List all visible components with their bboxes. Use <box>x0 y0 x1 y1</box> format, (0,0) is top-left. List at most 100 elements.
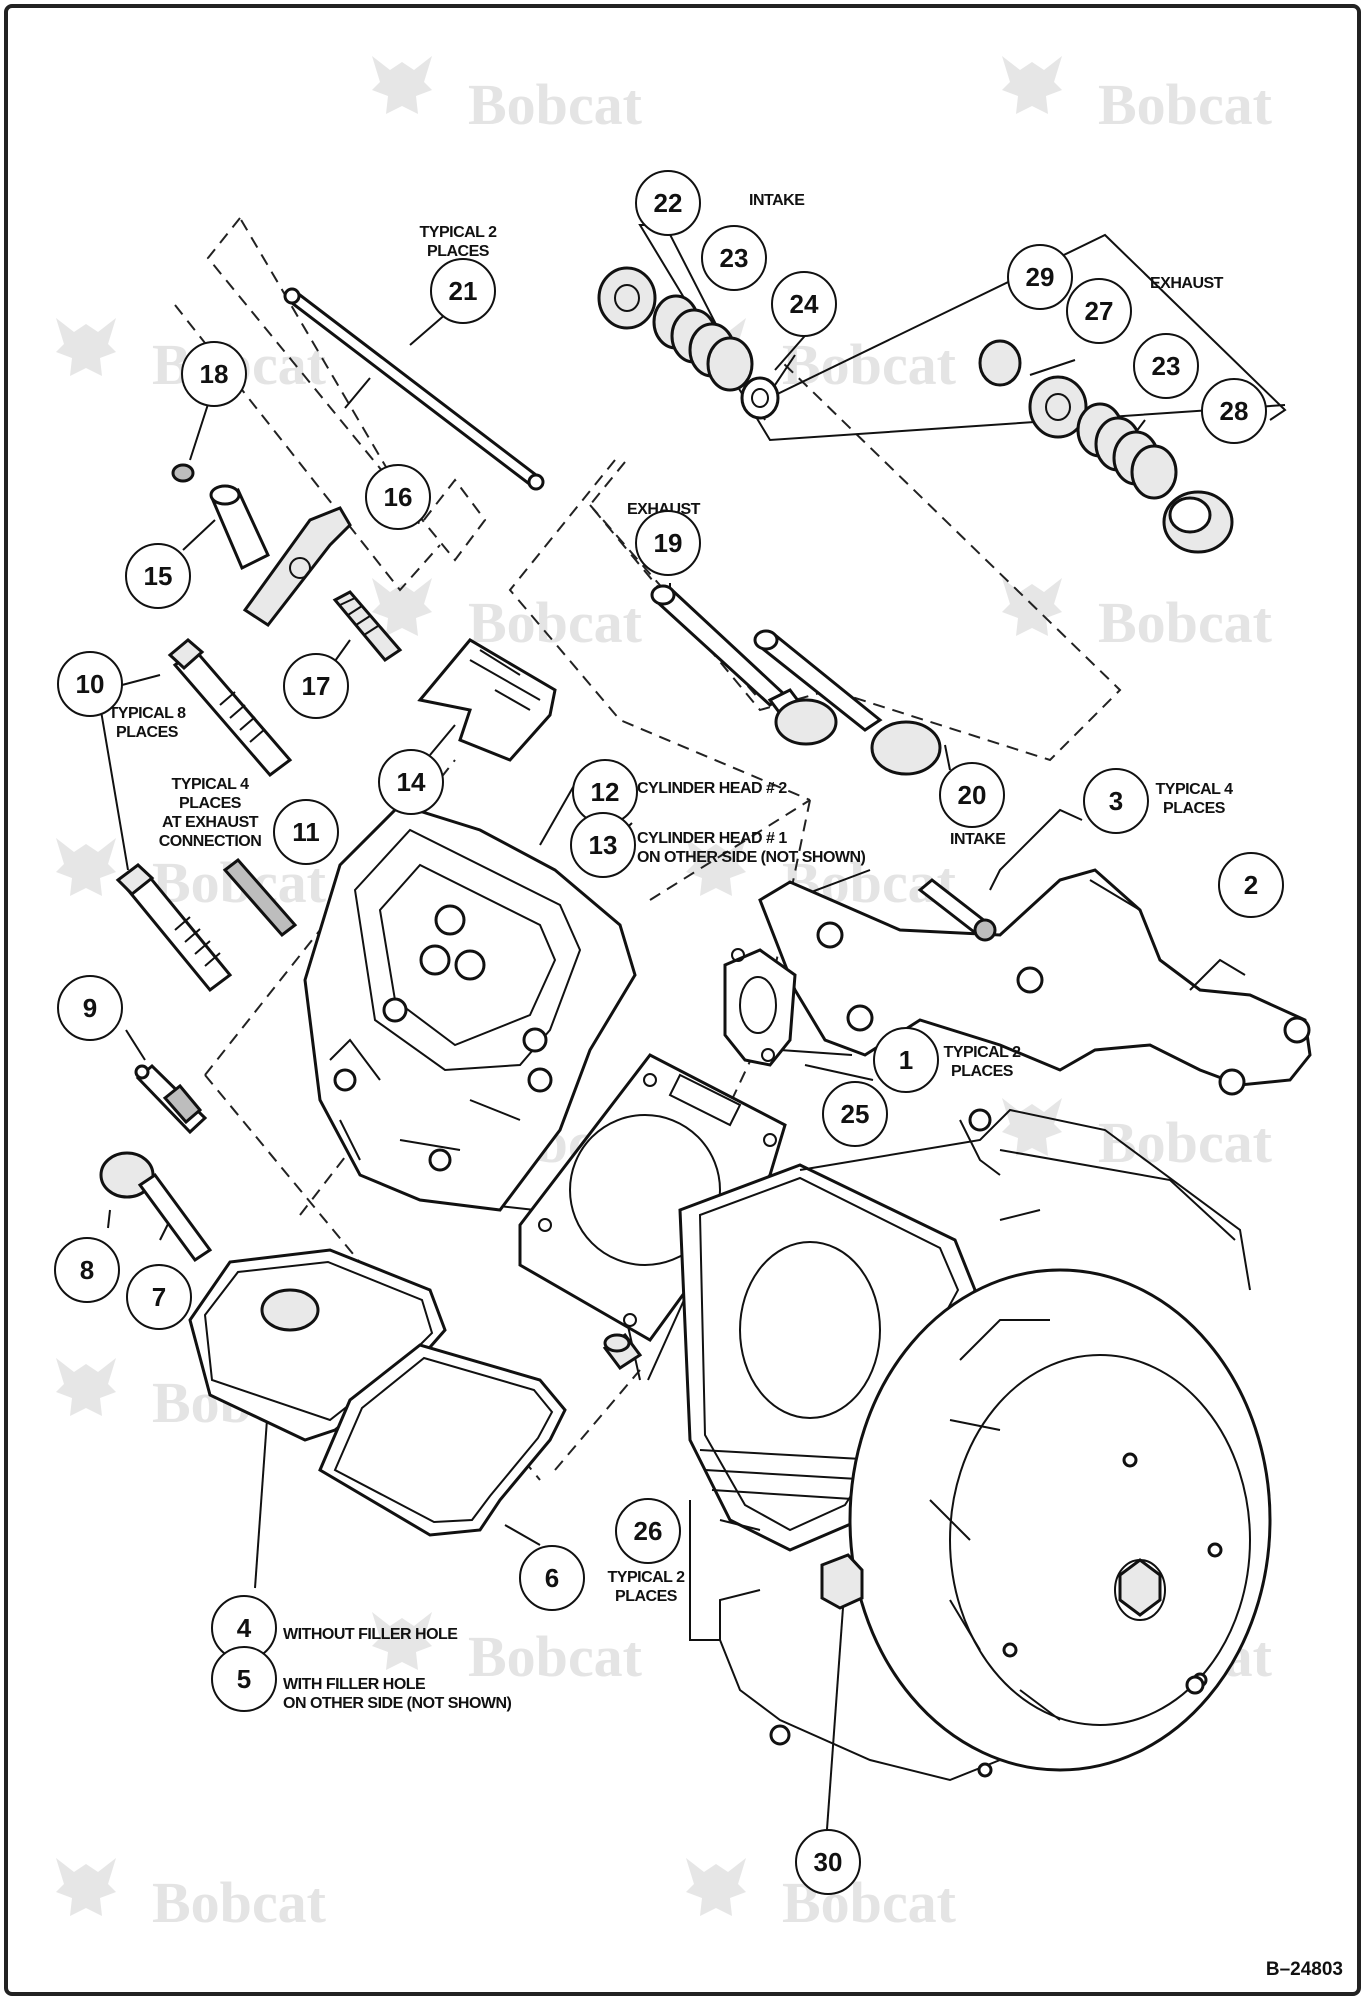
callout-7: 7 <box>126 1264 192 1330</box>
callout-16: 16 <box>365 464 431 530</box>
callout-28: 28 <box>1201 378 1267 444</box>
svg-text:15: 15 <box>144 561 173 591</box>
note-cylinder-head-2: CYLINDER HEAD # 2 <box>637 780 787 797</box>
note-intake-top: INTAKE <box>749 192 805 209</box>
svg-text:24: 24 <box>790 289 819 319</box>
rocker-arm-assembly <box>171 463 403 662</box>
callouts: 22 23 24 21 29 27 23 28 18 16 15 17 19 1… <box>54 170 1284 1895</box>
svg-text:13: 13 <box>589 830 618 860</box>
watermark-text: Bobcat <box>152 1870 327 1935</box>
svg-text:7: 7 <box>152 1282 166 1312</box>
callout-9: 9 <box>57 975 123 1041</box>
exhaust-valve-spring-set <box>978 339 1234 554</box>
callout-15: 15 <box>125 543 191 609</box>
svg-text:2: 2 <box>1244 870 1258 900</box>
spark-plug <box>134 1063 208 1135</box>
note-without-filler-hole: WITHOUT FILLER HOLE <box>283 1626 458 1643</box>
callout-30: 30 <box>795 1829 861 1895</box>
watermark-text: Bobcat <box>1098 1110 1273 1175</box>
watermark-text: Bobcat <box>782 332 957 397</box>
watermark-text: Bobcat <box>1098 72 1273 137</box>
svg-text:1: 1 <box>899 1045 913 1075</box>
callout-10: 10 <box>57 651 123 717</box>
rocker-cover-gasket <box>318 1343 567 1537</box>
callout-23: 23 <box>701 225 767 291</box>
callout-18: 18 <box>181 341 247 407</box>
svg-text:21: 21 <box>449 276 478 306</box>
callout-24: 24 <box>771 271 837 337</box>
svg-text:9: 9 <box>83 993 97 1023</box>
svg-text:11: 11 <box>292 817 320 847</box>
svg-text:23: 23 <box>720 243 749 273</box>
svg-text:16: 16 <box>384 482 413 512</box>
callout-13: 13 <box>570 812 636 878</box>
cover-bolt <box>99 1151 213 1263</box>
callout-21: 21 <box>430 258 496 324</box>
head-bolts <box>115 638 298 993</box>
svg-text:4: 4 <box>237 1613 252 1643</box>
svg-text:10: 10 <box>76 669 105 699</box>
valves <box>650 584 942 776</box>
svg-text:25: 25 <box>841 1099 870 1129</box>
callout-1: 1 <box>873 1027 939 1093</box>
svg-text:29: 29 <box>1026 262 1055 292</box>
callout-17: 17 <box>283 653 349 719</box>
svg-text:5: 5 <box>237 1664 251 1694</box>
svg-text:3: 3 <box>1109 786 1123 816</box>
callout-12: 12 <box>572 759 638 825</box>
callout-6: 6 <box>519 1545 585 1611</box>
callout-22: 22 <box>635 170 701 236</box>
note-exhaust-top: EXHAUST <box>1150 275 1224 292</box>
callout-23b: 23 <box>1133 333 1199 399</box>
watermark-text: Bobcat <box>468 590 643 655</box>
callout-20: 20 <box>939 762 1005 828</box>
svg-text:23: 23 <box>1152 351 1181 381</box>
figure-id: B–24803 <box>1266 1959 1343 1980</box>
svg-text:27: 27 <box>1085 296 1114 326</box>
svg-text:30: 30 <box>814 1847 843 1877</box>
engine-block <box>678 1108 1272 1782</box>
svg-text:26: 26 <box>634 1516 663 1546</box>
watermark-text: Bobcat <box>468 1624 643 1689</box>
callout-26: 26 <box>615 1498 681 1564</box>
callout-27: 27 <box>1066 278 1132 344</box>
svg-text:8: 8 <box>80 1255 94 1285</box>
note-intake-20: INTAKE <box>950 831 1006 848</box>
svg-text:14: 14 <box>397 767 426 797</box>
callout-5: 5 <box>211 1646 277 1712</box>
page-border <box>4 4 1361 1996</box>
watermark-text: Bobcat <box>468 72 643 137</box>
push-rod <box>283 287 545 491</box>
callout-8: 8 <box>54 1237 120 1303</box>
svg-text:20: 20 <box>958 780 987 810</box>
cylinder-head <box>303 803 637 1212</box>
callout-25: 25 <box>822 1081 888 1147</box>
callout-11: 11 <box>273 799 339 865</box>
intake-valve-spring-set <box>597 266 780 420</box>
svg-text:28: 28 <box>1220 396 1249 426</box>
svg-text:18: 18 <box>200 359 229 389</box>
push-rod-guide-plate <box>417 638 557 762</box>
svg-text:17: 17 <box>302 671 331 701</box>
svg-text:12: 12 <box>591 777 620 807</box>
callout-29: 29 <box>1007 244 1073 310</box>
callout-19: 19 <box>635 510 701 576</box>
callout-3: 3 <box>1083 768 1149 834</box>
svg-text:19: 19 <box>654 528 683 558</box>
svg-text:6: 6 <box>545 1563 559 1593</box>
svg-text:22: 22 <box>654 188 683 218</box>
callout-2: 2 <box>1218 852 1284 918</box>
watermark-layer: Bobcat Bobcat Bobcat Bobcat Bobcat Bobca… <box>56 56 1273 1935</box>
callout-14: 14 <box>378 749 444 815</box>
watermark-text: Bobcat <box>1098 590 1273 655</box>
